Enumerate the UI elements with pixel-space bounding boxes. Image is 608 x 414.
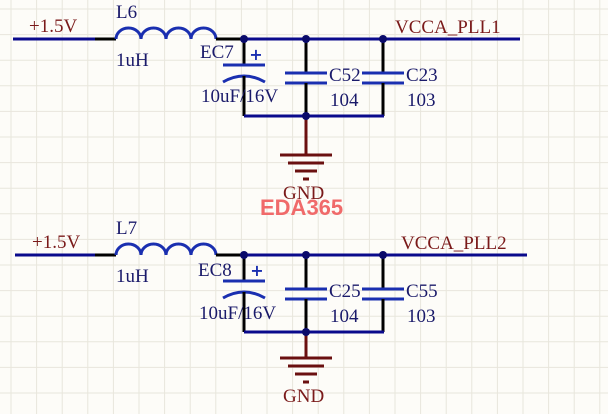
ec-value[interactable]: 10uF/16V [199, 303, 276, 324]
inductor-coil[interactable] [114, 242, 218, 256]
cap2-ref[interactable]: C23 [406, 65, 438, 86]
input-net-label[interactable]: +1.5V [29, 16, 77, 37]
inductor-ref[interactable]: L6 [116, 2, 137, 23]
cap1-ref[interactable]: C25 [329, 281, 361, 302]
watermark: EDA365 [260, 195, 343, 220]
cap1-value[interactable]: 104 [330, 306, 359, 327]
gnd-label[interactable]: GND [283, 386, 324, 407]
junction-dot [240, 251, 248, 259]
cap2-value[interactable]: 103 [407, 306, 436, 327]
junction-dot [302, 35, 310, 43]
junction-dot [302, 112, 310, 120]
inductor-value[interactable]: 1uH [116, 50, 149, 71]
plus-icon: + [249, 45, 262, 64]
circuit-2: + +1.5V L7 1uH EC8 10uF/16V C25 104 C55 … [15, 218, 527, 407]
junction-dot [379, 251, 387, 259]
cap2-value[interactable]: 103 [407, 90, 436, 111]
ec-ref[interactable]: EC7 [200, 42, 234, 63]
junction-dot [240, 35, 248, 43]
cap1-ref[interactable]: C52 [329, 65, 361, 86]
inductor-ref[interactable]: L7 [116, 218, 137, 239]
cap1-value[interactable]: 104 [330, 90, 359, 111]
output-net-label[interactable]: VCCA_PLL1 [395, 17, 501, 38]
junction-dot [302, 251, 310, 259]
circuit-1: + +1.5V L6 1uH EC7 10uF/16V C52 104 C23 … [13, 2, 520, 204]
ec-value[interactable]: 10uF/16V [201, 86, 278, 107]
inductor-coil[interactable] [114, 26, 218, 40]
junction-dot [302, 328, 310, 336]
plus-icon: + [250, 261, 263, 280]
input-net-label[interactable]: +1.5V [32, 232, 80, 253]
inductor-value[interactable]: 1uH [116, 266, 149, 287]
ec-ref[interactable]: EC8 [198, 260, 232, 281]
output-net-label[interactable]: VCCA_PLL2 [401, 233, 507, 254]
gnd-label[interactable]: GND [283, 183, 324, 204]
junction-dot [379, 35, 387, 43]
cap2-ref[interactable]: C55 [406, 281, 438, 302]
